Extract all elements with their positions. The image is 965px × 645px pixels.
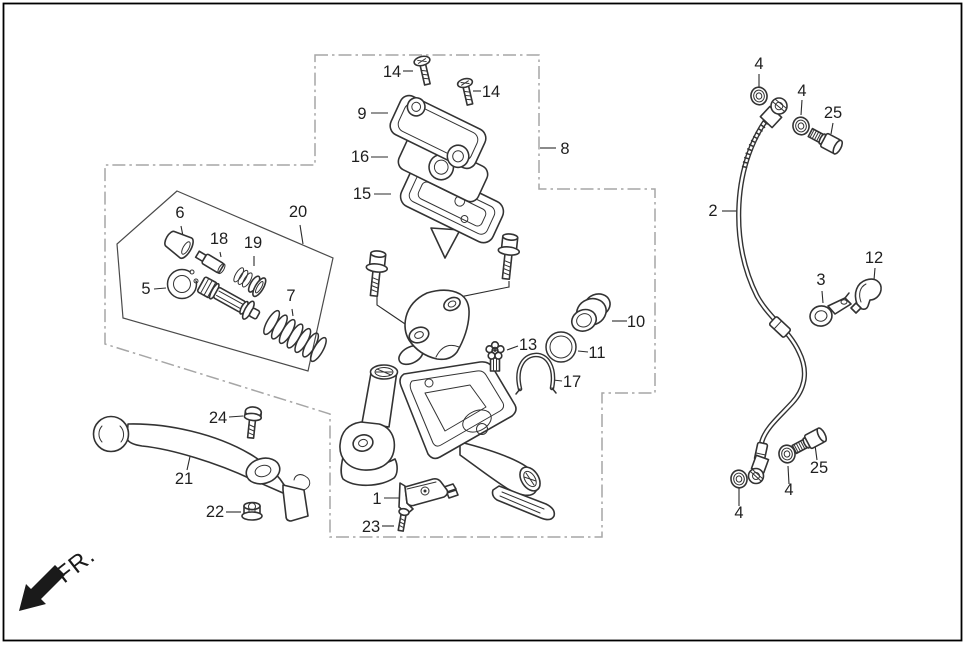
bolt-to-holder-line [376,296,415,331]
hose-top-eyelet [770,97,788,115]
lever-pivot-nut-part-22 [241,501,263,521]
banjo-bolt-part-25-bottom [791,427,828,455]
cap-screw-14-b [456,77,474,106]
joint-part-13 [485,340,505,372]
master-piston [196,276,261,320]
brake-light-switch-part-1 [398,478,459,515]
reservoir-cap-part-9 [389,94,487,170]
callout-15: 15 [353,185,371,203]
callout-2: 2 [708,202,717,220]
callout-16: 16 [351,148,369,166]
lever-pivot-bolt-part-24 [243,406,263,439]
boot-part-6 [164,230,194,260]
switch-screw-part-23 [397,507,410,532]
hose-clamp-part-3 [809,292,852,327]
callout-18: 18 [210,230,228,248]
master-cylinder-body [339,361,556,521]
callout-11: 11 [588,344,605,362]
washer-part-4-lower [778,444,796,464]
holder-bolt-right [497,233,521,281]
callout-10: 10 [627,313,645,331]
callout-12: 12 [865,249,883,267]
front-arrow-icon [19,565,65,611]
o-ring-part-11 [545,331,577,363]
spring-seat-part-19 [233,267,267,298]
callout-20: 20 [289,203,307,221]
washer-part-4-top [750,86,768,106]
washer-part-4-bottom [730,469,748,489]
circlip-part-5 [166,268,203,300]
kit-20-boundary [116,190,334,372]
boot-part-10 [570,293,611,332]
callout-17: 17 [563,373,581,391]
callout-14-b: 14 [482,83,500,101]
callout-4-top: 4 [754,55,763,73]
hose-clip-part-12 [850,278,882,314]
cap-screw-14-a [413,55,431,86]
callout-7: 7 [286,287,295,305]
handlebar-holder [404,289,470,361]
callout-4-lower: 4 [784,481,793,499]
callout-3: 3 [816,271,825,289]
callout-1: 1 [372,490,381,508]
spring-part-7 [263,309,327,363]
callout-4-upper: 4 [797,82,806,100]
callout-25-top: 25 [824,104,842,122]
callout-9: 9 [357,105,366,123]
callout-25-bottom: 25 [810,459,828,477]
callout-4-bottom: 4 [734,504,743,522]
callout-14-a: 14 [383,63,401,81]
callout-6: 6 [175,204,184,222]
callout-24: 24 [209,409,227,427]
callout-19: 19 [244,234,262,252]
callout-21: 21 [175,470,193,488]
callout-23: 23 [362,518,380,536]
brake-hose-part-2 [736,97,808,485]
assembly-8-boundary [104,54,656,538]
callout-8: 8 [560,140,569,158]
banjo-bolt-part-25-top [807,127,844,155]
washer-part-4-upper [792,116,810,136]
callout-13: 13 [519,336,537,354]
push-rod-part-18 [194,250,226,275]
holder-bolt-left [365,250,389,298]
callout-22: 22 [206,503,224,521]
callout-5: 5 [141,280,150,298]
clip-part-17 [515,352,557,395]
brake-lever-part-21 [92,415,311,522]
